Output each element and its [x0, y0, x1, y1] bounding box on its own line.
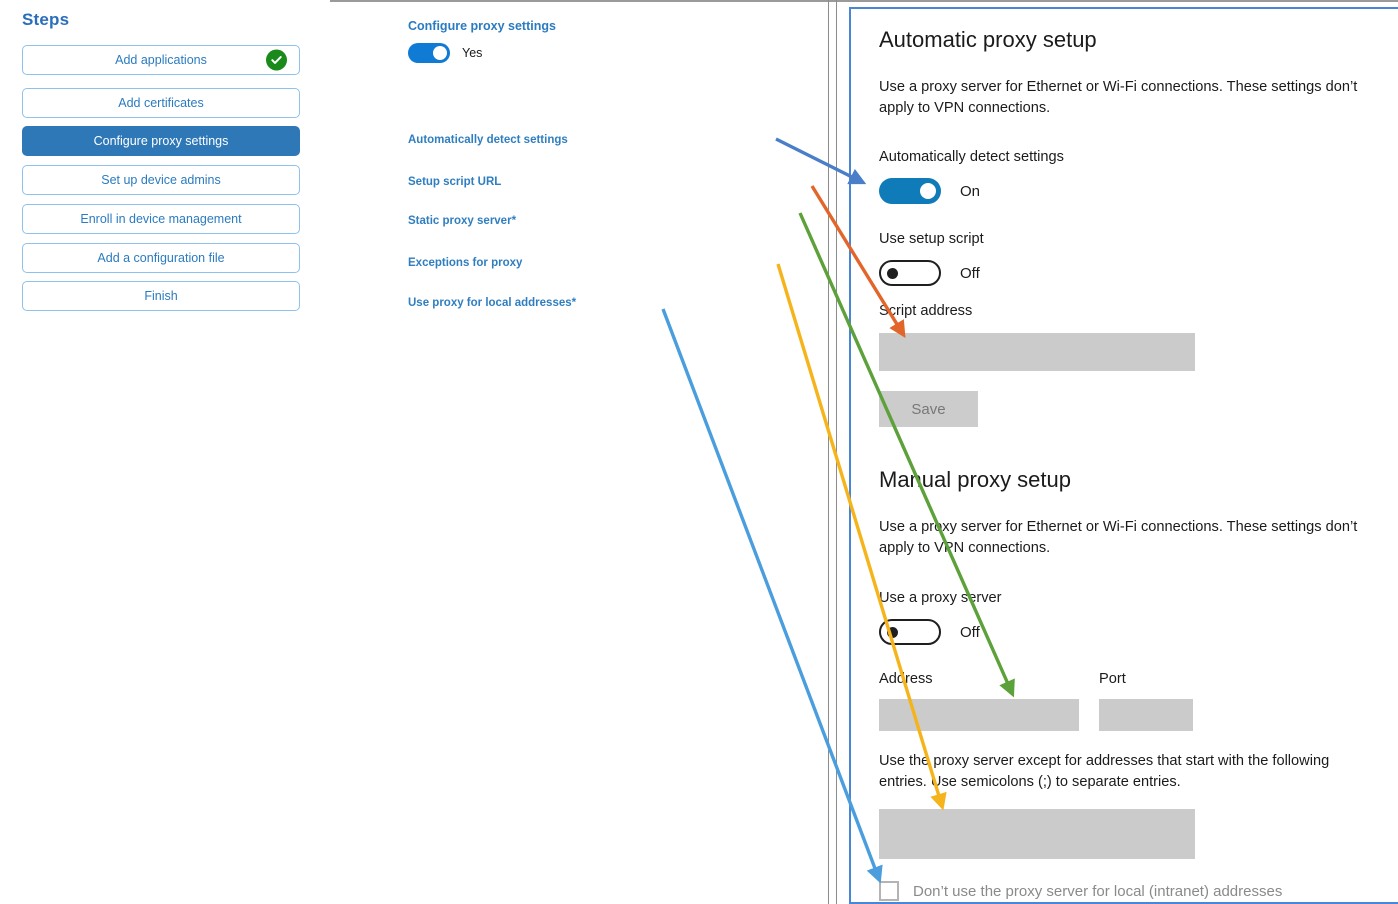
step-item-add-certificates[interactable]: Add certificates — [22, 88, 300, 118]
divider-line-1 — [828, 0, 829, 904]
toggle-state-label: Off — [960, 623, 980, 641]
step-label: Finish — [144, 289, 178, 303]
checkbox-box[interactable] — [879, 881, 899, 901]
label-port: Port — [1099, 671, 1126, 687]
form-heading: Configure proxy settings — [408, 19, 556, 33]
step-label: Add applications — [115, 53, 207, 67]
label-exceptions-for-proxy: Exceptions for proxy — [408, 257, 523, 269]
toggle-switch-on[interactable] — [879, 178, 941, 204]
toggle-switch-off[interactable] — [879, 260, 941, 286]
manual-proxy-setup-heading: Manual proxy setup — [879, 467, 1071, 492]
step-item-add-applications[interactable]: Add applications — [22, 45, 300, 75]
label-automatically-detect-settings: Automatically detect settings — [408, 134, 568, 146]
checkbox-label: Don’t use the proxy server for local (in… — [913, 882, 1283, 900]
check-circle-icon — [266, 49, 287, 71]
toggle-switch-off[interactable] — [879, 619, 941, 645]
input-script-address[interactable] — [879, 333, 1195, 371]
input-proxy-port[interactable] — [1099, 699, 1193, 731]
configure-proxy-toggle[interactable]: Yes — [408, 43, 482, 63]
label-use-proxy-for-local-addresses: Use proxy for local addresses* — [408, 297, 577, 309]
input-proxy-exceptions[interactable] — [879, 809, 1195, 859]
step-item-configure-proxy-settings[interactable]: Configure proxy settings — [22, 126, 300, 156]
windows-proxy-settings-panel: Automatic proxy setup Use a proxy server… — [849, 7, 1398, 904]
steps-panel: Steps Add applications Add certificates … — [0, 0, 330, 904]
steps-heading: Steps — [22, 10, 70, 29]
step-item-add-a-configuration-file[interactable]: Add a configuration file — [22, 243, 300, 273]
label-text: Use proxy for local addresses — [408, 297, 572, 309]
label-text: Static proxy server — [408, 215, 512, 227]
step-label: Enroll in device management — [80, 212, 242, 226]
step-item-finish[interactable]: Finish — [22, 281, 300, 311]
input-proxy-address[interactable] — [879, 699, 1079, 731]
step-label: Configure proxy settings — [93, 134, 229, 148]
label-use-a-proxy-server: Use a proxy server — [879, 590, 1002, 606]
label-automatically-detect-settings: Automatically detect settings — [879, 149, 1064, 165]
toggle-switch-on[interactable] — [408, 43, 450, 63]
toggle-state-label: Off — [960, 264, 980, 282]
toggle-value-label: Yes — [462, 46, 483, 60]
proxy-exceptions-description: Use the proxy server except for addresse… — [879, 753, 1330, 790]
label-setup-script-url: Setup script URL — [408, 176, 502, 188]
checkbox-bypass-local-addresses[interactable]: Don’t use the proxy server for local (in… — [879, 881, 1282, 901]
manual-proxy-setup-description: Use a proxy server for Ethernet or Wi-Fi… — [879, 519, 1358, 556]
label-address: Address — [879, 671, 933, 687]
label-script-address: Script address — [879, 303, 973, 319]
divider-line-2 — [836, 0, 837, 904]
step-item-enroll-in-device-management[interactable]: Enroll in device management — [22, 204, 300, 234]
toggle-automatically-detect-settings[interactable]: On — [879, 178, 980, 204]
label-use-setup-script: Use setup script — [879, 231, 984, 247]
label-static-proxy-server: Static proxy server* — [408, 215, 517, 227]
step-label: Add certificates — [118, 96, 204, 110]
top-divider — [0, 0, 1398, 2]
proxy-form-panel: Configure proxy settings Yes Automatical… — [330, 0, 1150, 904]
step-item-set-up-device-admins[interactable]: Set up device admins — [22, 165, 300, 195]
automatic-proxy-setup-heading: Automatic proxy setup — [879, 27, 1097, 52]
automatic-proxy-setup-description: Use a proxy server for Ethernet or Wi-Fi… — [879, 79, 1358, 116]
save-button[interactable]: Save — [879, 391, 978, 427]
toggle-state-label: On — [960, 182, 981, 200]
toggle-use-setup-script[interactable]: Off — [879, 260, 980, 286]
toggle-use-a-proxy-server[interactable]: Off — [879, 619, 980, 645]
step-label: Set up device admins — [101, 173, 221, 187]
step-label: Add a configuration file — [97, 251, 225, 265]
